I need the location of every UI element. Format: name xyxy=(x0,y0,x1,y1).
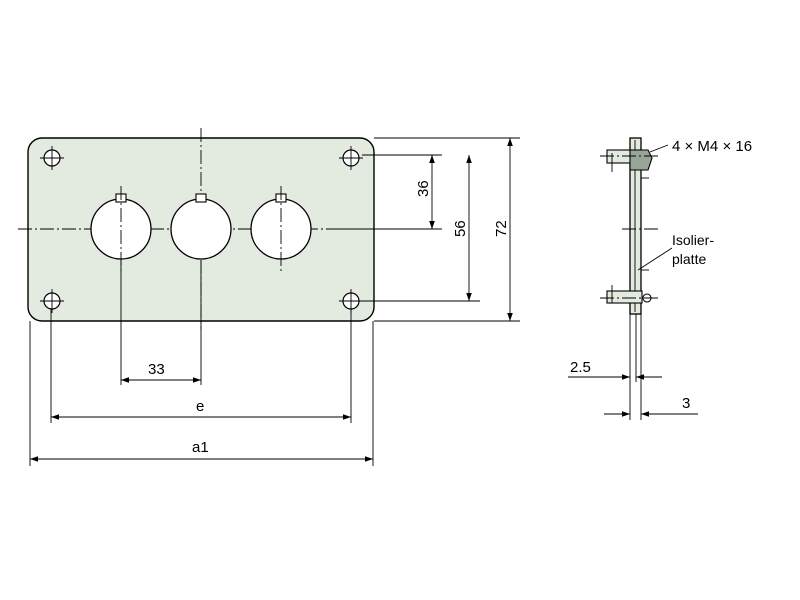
insulation-leader xyxy=(637,247,673,271)
mounting-hole xyxy=(339,146,363,170)
dimension-label-36: 36 xyxy=(415,180,432,197)
dimension-label-56: 56 xyxy=(452,220,469,237)
dimension-label-a1: a1 xyxy=(192,439,209,456)
dimension-label-e: e xyxy=(196,398,204,415)
button-cutout xyxy=(90,186,152,272)
screw-bottom xyxy=(600,285,660,304)
button-cutout xyxy=(170,193,232,260)
screw-leader xyxy=(649,144,669,153)
screw-spec-label: 4 × M4 × 16 xyxy=(672,138,752,155)
dimension-label-3: 3 xyxy=(682,395,690,412)
button-cutout xyxy=(250,186,312,272)
front-view: 33 e a1 36 56 72 xyxy=(18,128,520,466)
mounting-hole xyxy=(40,289,64,313)
mounting-hole xyxy=(40,146,64,170)
dimension-label-72: 72 xyxy=(493,220,510,237)
insulation-label-line1: Isolier- xyxy=(672,232,714,248)
screw-top xyxy=(600,149,660,172)
dimension-label-2.5: 2.5 xyxy=(570,359,591,376)
plate-section xyxy=(629,137,642,315)
side-view: 4 × M4 × 16 Isolier- platte 2.5 3 xyxy=(568,137,752,420)
dimension-label-33: 33 xyxy=(148,361,165,378)
insulation-label-line2: platte xyxy=(672,251,706,267)
